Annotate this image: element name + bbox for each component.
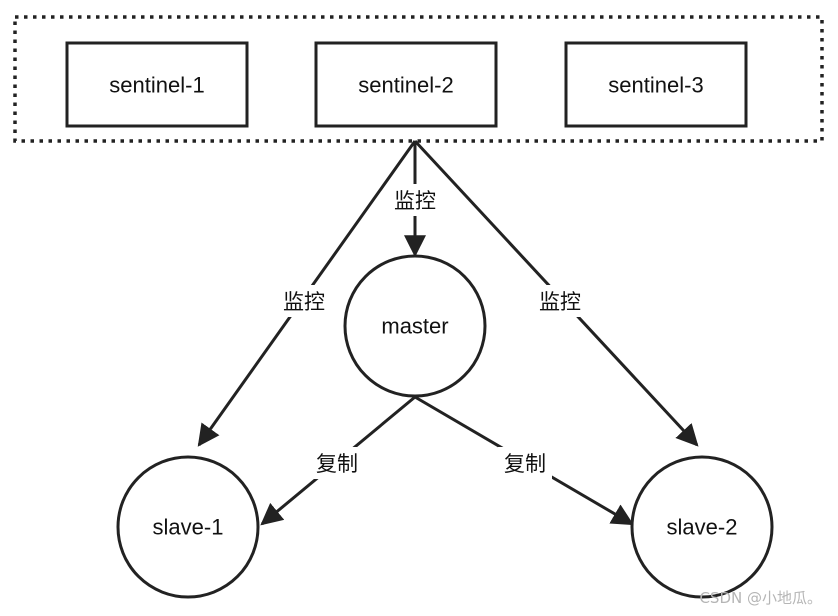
sentinel-node: sentinel-1 (65, 41, 249, 128)
sentinel-node: sentinel-2 (314, 41, 498, 128)
sentinel-box (564, 41, 748, 128)
sentinel-label: sentinel-3 (608, 73, 703, 98)
replicate-label-slave-2: 复制 (504, 452, 546, 476)
master-node: master (343, 254, 487, 398)
replicate-label-slave-1: 复制 (316, 452, 358, 476)
master-circle (343, 254, 487, 398)
sentinel-label: sentinel-2 (358, 73, 453, 98)
monitor-label-master: 监控 (394, 189, 436, 213)
sentinel-label: sentinel-1 (109, 73, 204, 98)
watermark-text: CSDN @小地瓜。 (699, 589, 822, 607)
sentinel-node: sentinel-3 (564, 41, 748, 128)
sentinel-box (314, 41, 498, 128)
slave-circle (116, 455, 260, 599)
slave-node: slave-2 (630, 455, 774, 599)
slave-node: slave-1 (116, 455, 260, 599)
monitor-label-slave-2: 监控 (539, 290, 581, 314)
slave-label: slave-2 (667, 515, 738, 540)
monitor-label-bg (390, 184, 440, 216)
slave-circle (630, 455, 774, 599)
sentinel-group-boundary (13, 15, 824, 143)
sentinel-box (65, 41, 249, 128)
replicate-label-bg (310, 447, 364, 479)
monitor-label-slave-1: 监控 (283, 290, 325, 314)
slave-label: slave-1 (153, 515, 224, 540)
monitor-label-bg (533, 285, 587, 317)
monitor-label-bg (277, 285, 331, 317)
master-label: master (381, 314, 448, 339)
replicate-label-bg (498, 447, 552, 479)
